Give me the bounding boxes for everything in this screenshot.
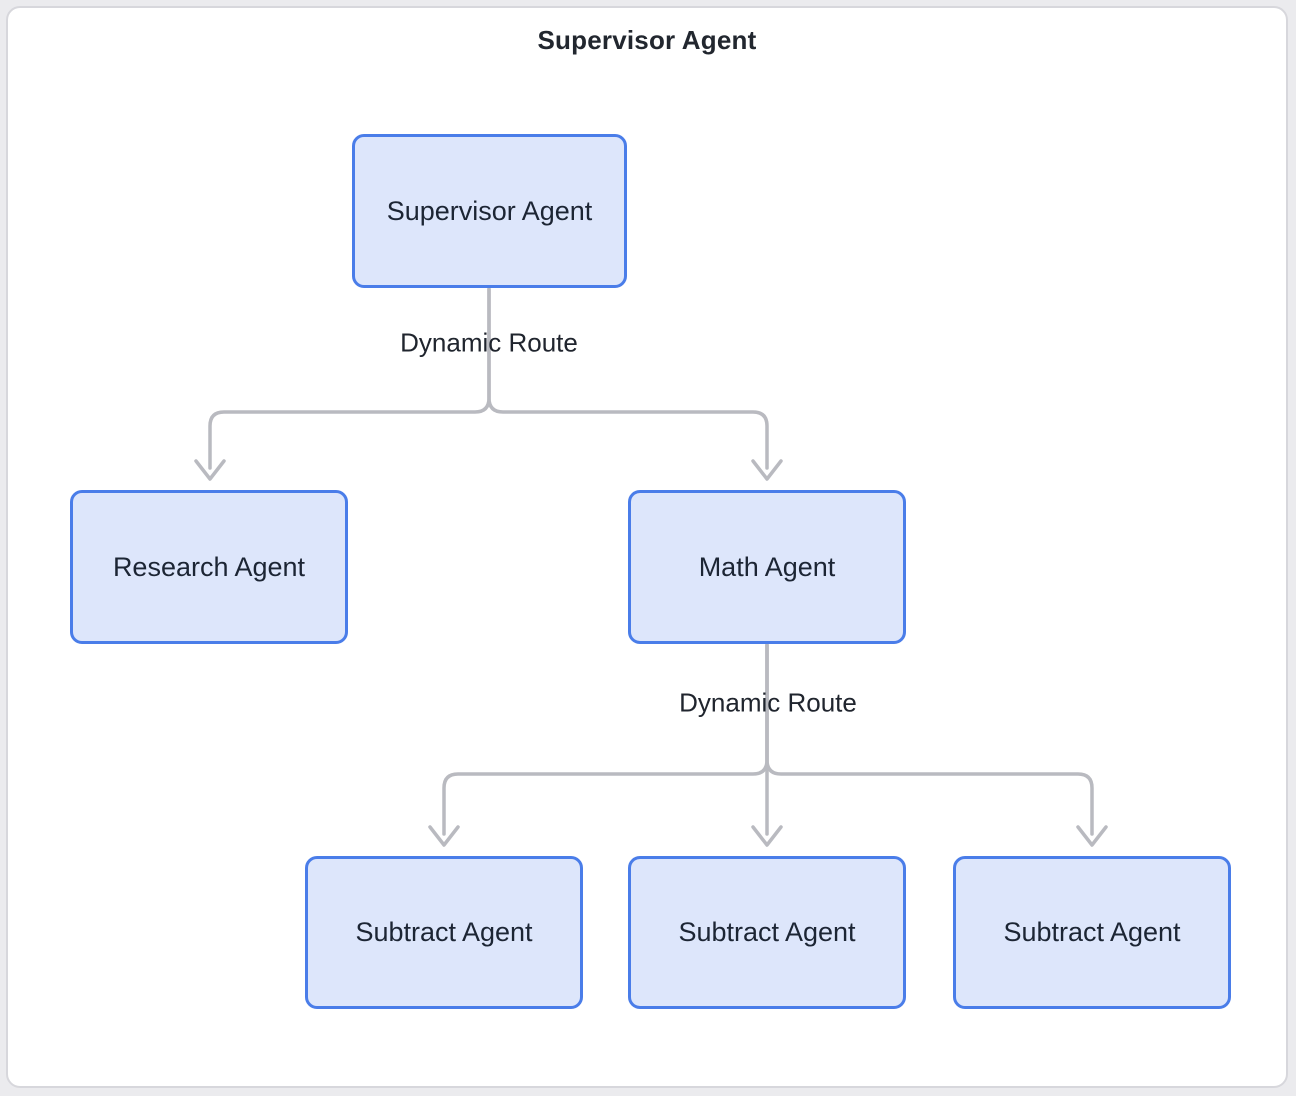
node-subtract-agent-1: Subtract Agent <box>305 856 583 1009</box>
node-subtract-agent-1-label: Subtract Agent <box>355 917 533 947</box>
node-supervisor-agent: Supervisor Agent <box>352 134 627 288</box>
node-research-agent: Research Agent <box>70 490 348 644</box>
node-supervisor-agent-label: Supervisor Agent <box>386 195 593 226</box>
node-research-agent-label: Research Agent <box>112 551 306 582</box>
edge-label-dynamic-route-2: Dynamic Route <box>679 687 857 718</box>
node-subtract-agent-3: Subtract Agent <box>953 856 1231 1009</box>
diagram-title: Supervisor Agent <box>537 25 757 55</box>
node-math-agent-label: Math Agent <box>698 551 836 582</box>
node-math-agent: Math Agent <box>628 490 906 644</box>
edge-label-dynamic-route-1: Dynamic Route <box>400 327 578 358</box>
node-subtract-agent-2: Subtract Agent <box>628 856 906 1009</box>
node-subtract-agent-3-label: Subtract Agent <box>1003 917 1181 947</box>
node-subtract-agent-2-label: Subtract Agent <box>678 917 856 947</box>
